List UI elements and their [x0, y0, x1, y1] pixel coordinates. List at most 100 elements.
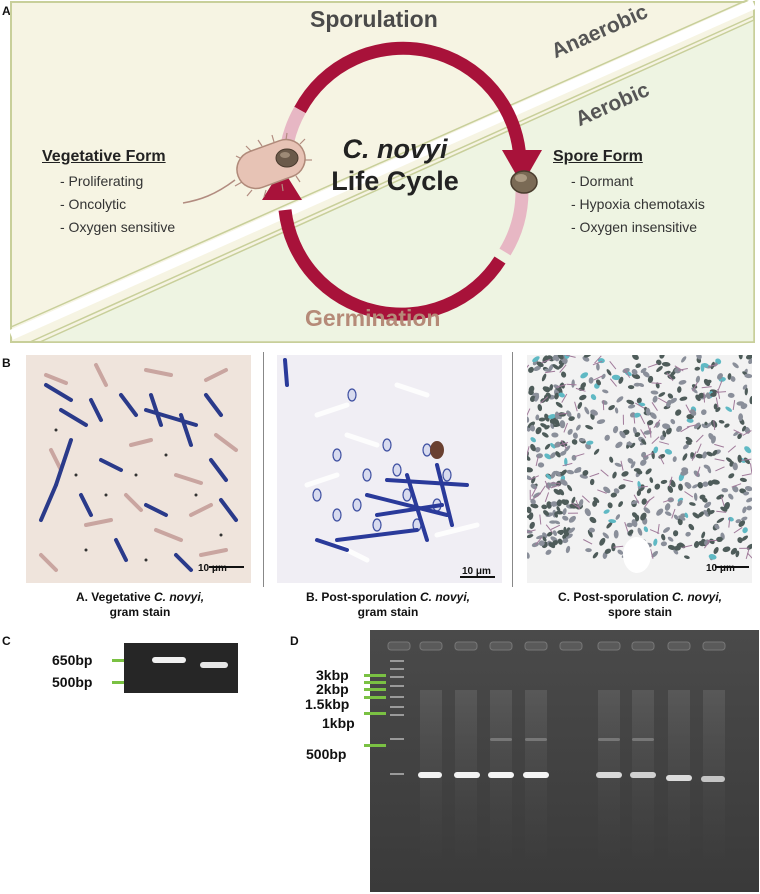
spore-particle	[714, 524, 720, 530]
vegetative-rod-fragment	[539, 514, 542, 525]
spore-particle	[527, 552, 530, 559]
spore-particle	[580, 372, 589, 379]
vegetative-rod-fragment	[732, 399, 736, 410]
vegetative-rod-fragment	[714, 443, 725, 448]
spore-particle	[568, 515, 576, 523]
spore-particle	[678, 483, 683, 491]
spore-particle	[732, 362, 739, 369]
scalebar-label: 10 μm	[198, 563, 227, 574]
vegetative-rod-fragment	[550, 482, 561, 484]
vegetative-rod-fragment	[717, 388, 721, 399]
spore-particle	[664, 370, 671, 375]
sporulation-arrow	[294, 41, 527, 161]
vegetative-rod-fragment	[623, 479, 634, 483]
spore-particle	[615, 514, 621, 520]
vegetative-item: - Proliferating	[60, 173, 144, 189]
spore-particle	[527, 416, 530, 423]
spore-particle	[627, 529, 634, 536]
vegetative-rod-fragment	[659, 441, 670, 445]
spore-particle	[693, 422, 701, 429]
spore-particle	[627, 458, 634, 464]
spore-particle	[604, 548, 612, 554]
spore-particle	[744, 446, 752, 454]
spore-particle	[564, 457, 568, 467]
gel-marker-label: 3kbp	[316, 667, 349, 683]
spore-particle	[698, 540, 705, 547]
spore-particle	[696, 355, 702, 360]
micrograph-postsporulation-gram	[277, 355, 502, 583]
vegetative-rod-fragment	[684, 491, 694, 498]
spore-particle	[740, 403, 748, 410]
vegetative-rod-fragment	[639, 414, 646, 425]
spore-particle	[746, 505, 752, 511]
spore-particle	[585, 425, 594, 430]
spore-particle	[568, 527, 576, 534]
spore-particle	[532, 492, 541, 498]
spore-particle	[685, 531, 691, 537]
spore-particle	[527, 506, 532, 514]
gel-marker-tick	[112, 681, 124, 684]
spore-particle	[653, 446, 659, 454]
gel-band	[701, 776, 725, 782]
spore-particle	[703, 509, 709, 517]
spore-particle	[741, 516, 748, 521]
spore-particle	[732, 462, 738, 471]
vegetative-rod-fragment	[696, 443, 702, 454]
species-name: C. novyi	[342, 134, 448, 164]
spore-particle	[603, 486, 611, 494]
vegetative-rod-fragment	[544, 480, 550, 491]
vegetative-rod-fragment	[714, 458, 725, 462]
vegetative-rod-fragment	[637, 485, 648, 488]
vegetative-rod-fragment	[560, 440, 567, 450]
vegetative-rod-fragment	[696, 466, 701, 477]
spore-particle	[571, 454, 577, 461]
vegetative-rod-fragment	[741, 458, 752, 461]
spore-particle	[718, 420, 725, 424]
spore-particle	[585, 548, 592, 553]
spore-particle	[636, 469, 643, 475]
spore-particle	[626, 522, 633, 528]
spore-particle	[660, 479, 668, 484]
life-cycle-title: Life Cycle	[331, 166, 459, 196]
gel-marker-label: 500bp	[52, 674, 93, 690]
spore-item: - Dormant	[571, 173, 634, 189]
spore-particle	[596, 419, 606, 424]
spore-particle	[635, 363, 641, 369]
spore-particle	[567, 428, 573, 435]
spore-particle	[649, 477, 654, 484]
spore-particle	[530, 443, 536, 452]
spore-particle	[546, 501, 552, 509]
spore-particle	[540, 423, 548, 429]
spore-particle	[588, 527, 595, 533]
spore-particle	[676, 425, 683, 432]
spore-particle	[615, 441, 623, 449]
spore-particle	[583, 355, 592, 358]
spore-particle	[688, 523, 695, 531]
spore-particle	[604, 434, 610, 441]
spore-particle	[537, 462, 545, 468]
spore-particle	[608, 519, 617, 524]
vegetative-form-heading: Vegetative Form	[42, 148, 166, 165]
cycle-center-title: C. novyi Life Cycle	[315, 133, 475, 197]
spore-particle	[709, 538, 715, 545]
spore-particle	[744, 387, 748, 396]
spore-particle	[678, 515, 686, 521]
gel-marker-tick	[112, 659, 124, 662]
vegetative-rod-fragment	[701, 386, 712, 389]
spore-particle	[589, 478, 595, 486]
spore-particle	[702, 481, 709, 487]
vegetative-item: - Oxygen sensitive	[60, 219, 176, 235]
spore-particle	[556, 506, 561, 513]
spore-particle	[661, 533, 666, 541]
spore-particle	[534, 394, 540, 402]
spore-particle	[725, 406, 733, 412]
vegetative-rod-fragment	[640, 429, 647, 439]
spore-particle	[711, 479, 720, 485]
vegetative-rod-fragment	[581, 495, 590, 503]
spore-particle	[742, 506, 747, 514]
spore-particle	[529, 521, 535, 529]
panel-b-label: B	[2, 356, 11, 370]
spore-particle	[555, 451, 561, 458]
spore-particle	[618, 484, 626, 490]
gel-band	[200, 662, 228, 668]
